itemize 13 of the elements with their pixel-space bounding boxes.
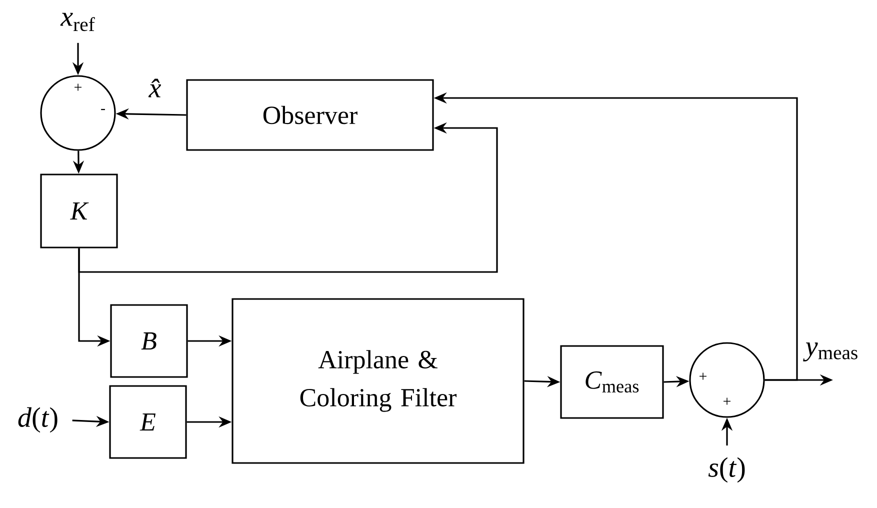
edge-label: y$_{meas}$	[803, 342, 858, 362]
signal-label: s(t)	[708, 457, 745, 483]
block-box: B	[110, 304, 188, 378]
signal-label: x$_{ref}$	[60, 12, 95, 32]
block-box: Airplane & Coloring Filter	[232, 298, 524, 464]
summing-junction: + -	[40, 75, 116, 151]
edge-label: x̂	[148, 78, 162, 98]
block-box: E	[109, 385, 187, 459]
block-box: Observer	[186, 79, 434, 151]
block-box: C$_{meas}$	[560, 345, 664, 419]
signal-label: d(t)	[18, 407, 58, 433]
block-box: K	[40, 174, 118, 248]
summing-junction: + +	[689, 342, 765, 418]
